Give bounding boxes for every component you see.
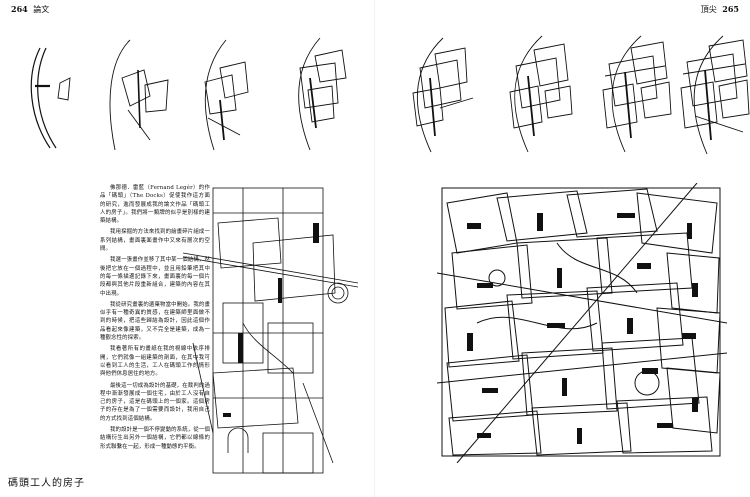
process-sketch [298, 37, 347, 151]
process-sketch [509, 35, 573, 153]
collage-drawing [437, 183, 727, 463]
left-page-header: 264 論文 [8, 4, 49, 15]
left-page-number: 264 [11, 4, 28, 14]
body-paragraph: 我從研究畫裏的遺棄物當中開始。我的畫似乎有一種奇異的質感，在建築師里面做不到的時… [100, 301, 210, 342]
process-sketch-sequence [30, 35, 750, 155]
process-sketch [204, 39, 249, 151]
process-sketch [602, 35, 672, 153]
body-paragraph: 我看著所有的畫紙在我的視線中依序排開，它們就像一組建築的剖面，在其中我可以看到工… [100, 346, 210, 378]
page-gutter [374, 0, 375, 497]
body-paragraph: 最後這一切成為設計的基礎，在裁判的過程中漸漸發展成一個住宅，由於工人沒有自己的房… [100, 382, 210, 422]
process-sketch [680, 35, 750, 155]
elevation-drawing [183, 187, 358, 474]
figure-caption: 碼頭工人的房子 [8, 478, 85, 489]
right-page-number: 265 [722, 4, 739, 14]
right-section-title: 頂尖 [700, 5, 717, 14]
process-sketch [30, 47, 71, 149]
process-sketch [109, 39, 169, 151]
process-sketch [412, 37, 474, 153]
body-paragraph: 我用探掘的方法來找到的繪畫碎片組成一系列結構，畫面裏面畫作中又來有層次的空間。 [100, 229, 210, 253]
right-page-header: 頂尖 265 [701, 4, 742, 15]
body-paragraph: 我的設計是一個不停變動的系統，從一個結構衍生出另外一個結構，它們都以線條的形式聯… [100, 427, 210, 450]
left-section-title: 論文 [33, 5, 50, 14]
body-paragraph: 我選一張畫作並移了其中某一個結構，然後把它放在一個過程中，並且用鉛筆把其中的每一… [100, 257, 210, 297]
body-paragraph: 佛那德．雷藍（Fernand Legér）的作品「碼頭」（The Docks）促… [100, 185, 210, 225]
article-body: 佛那德．雷藍（Fernand Legér）的作品「碼頭」（The Docks）促… [100, 184, 210, 464]
